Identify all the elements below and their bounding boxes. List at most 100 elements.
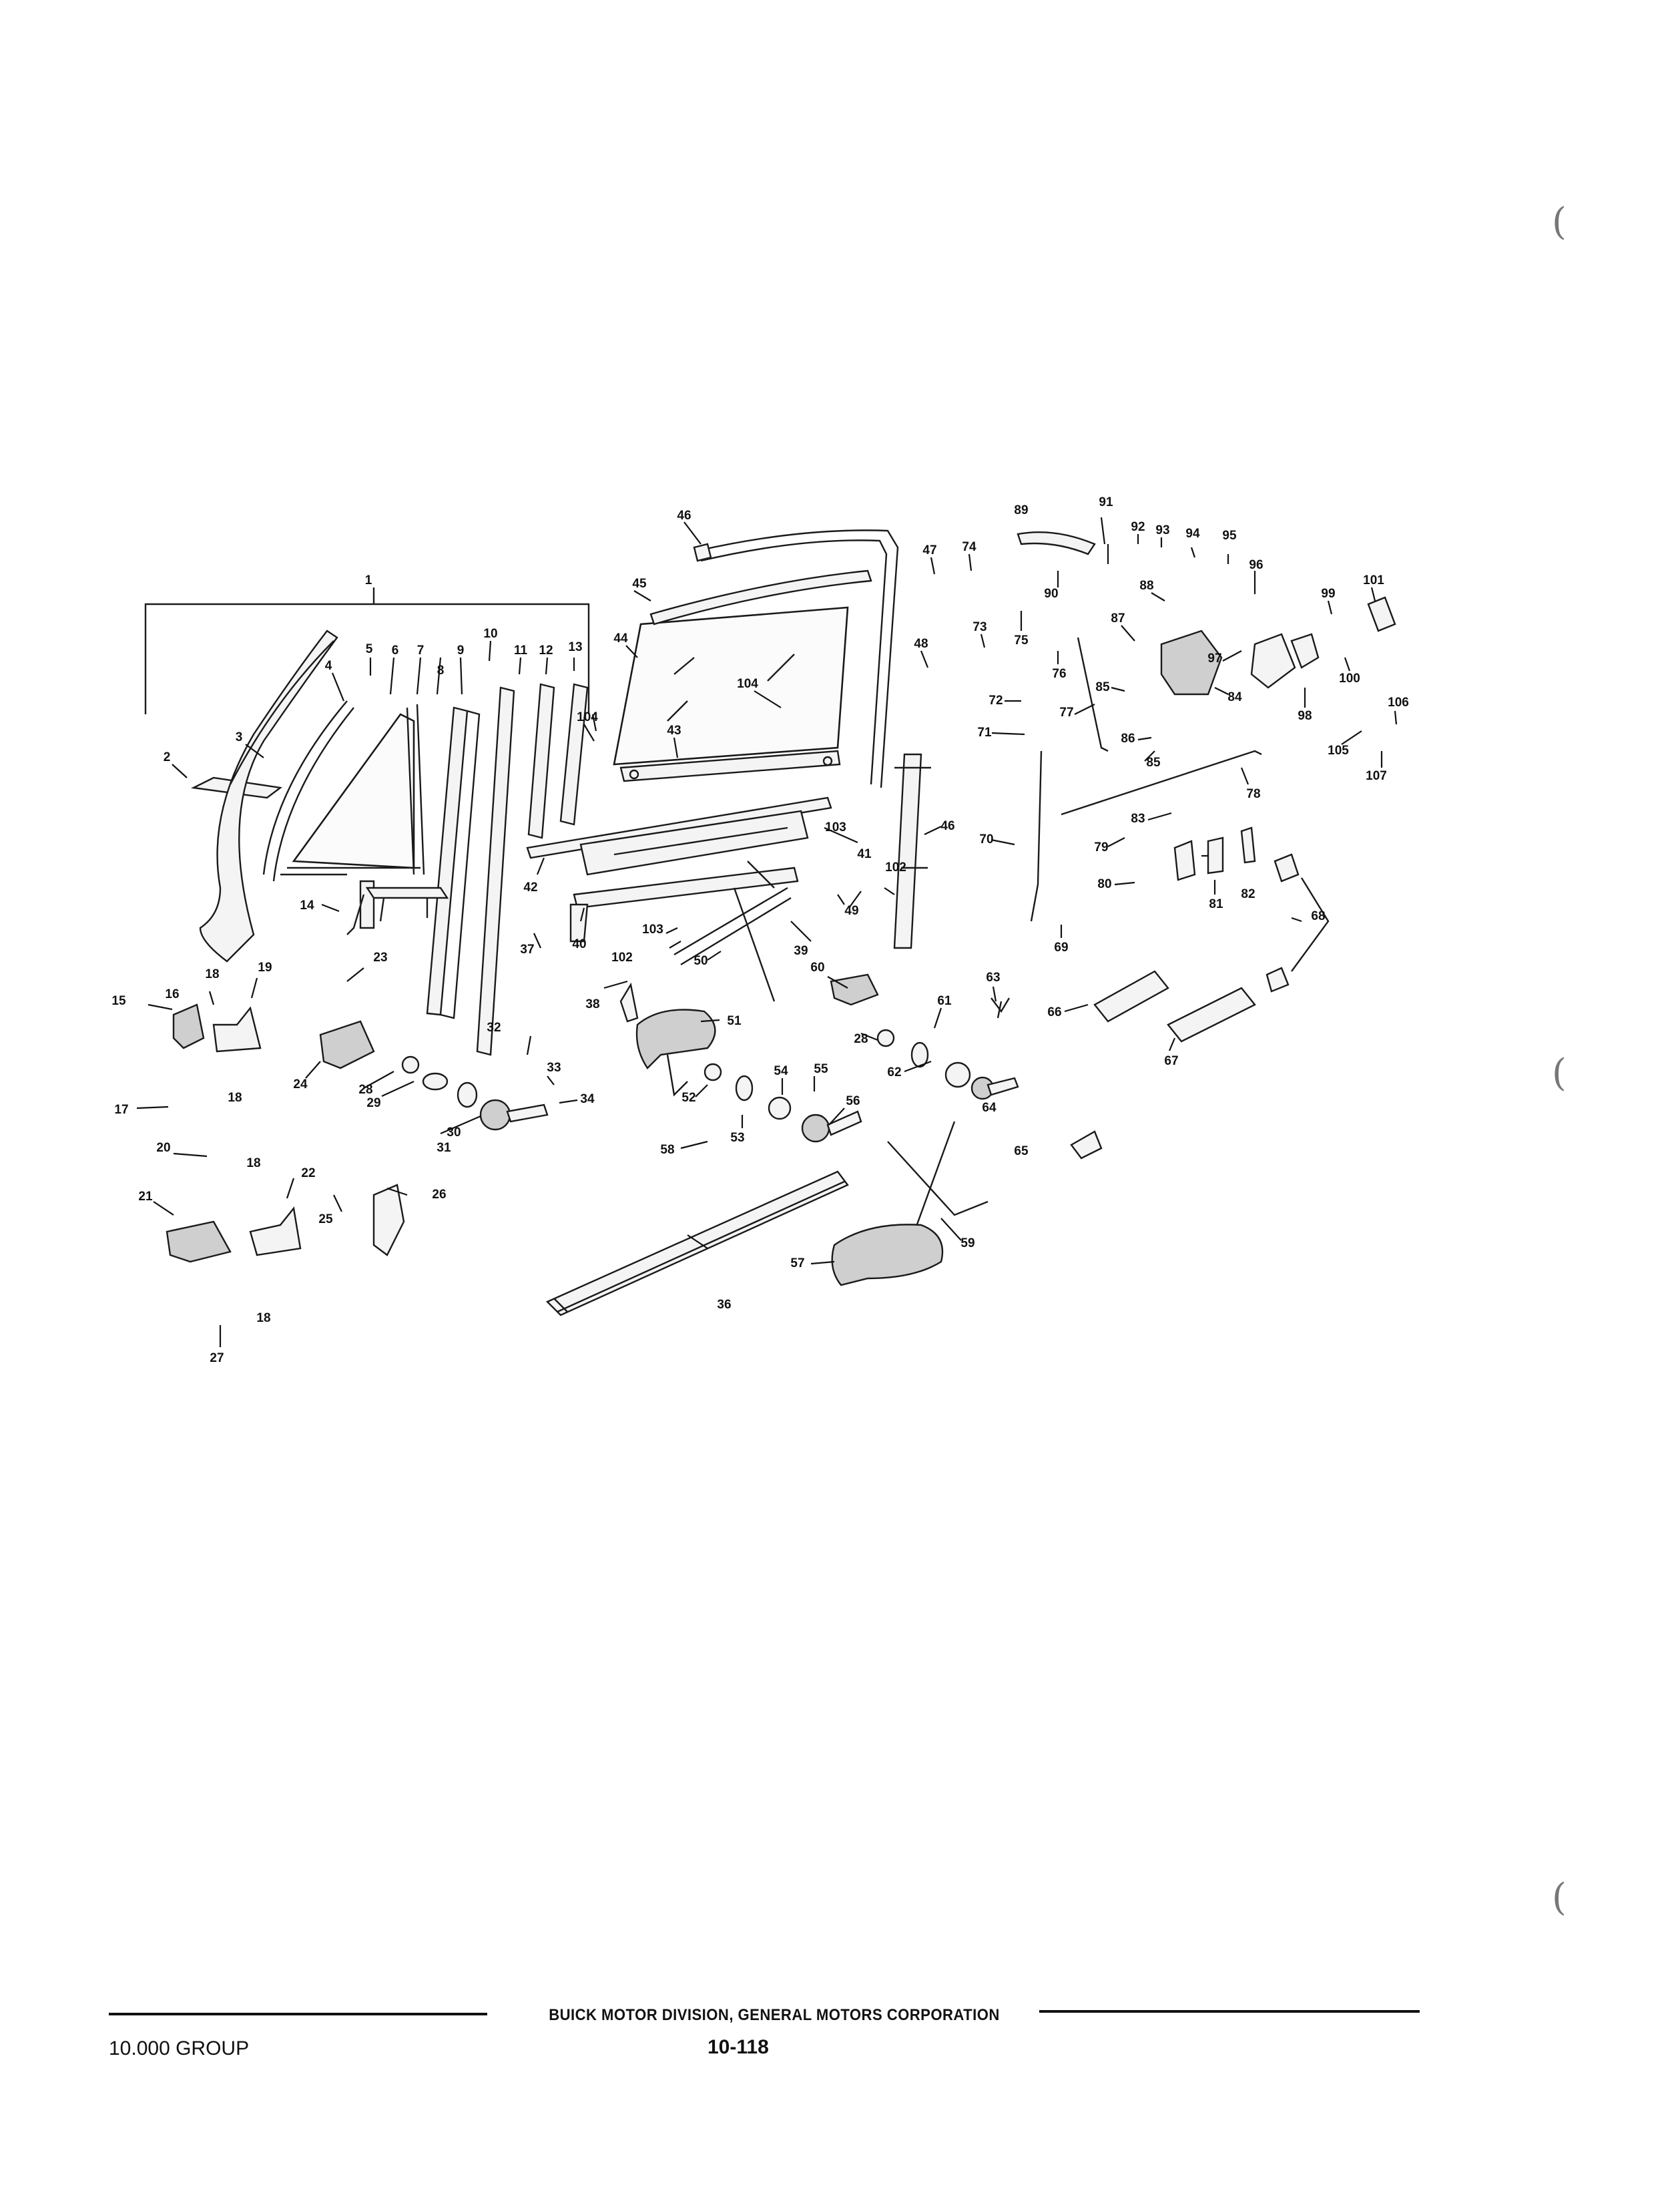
callout: 93 bbox=[1155, 523, 1169, 537]
callout: 64 bbox=[982, 1101, 997, 1115]
margin-mark: ( bbox=[1552, 1051, 1567, 1095]
callout: 87 bbox=[1111, 611, 1125, 626]
callout: 73 bbox=[972, 620, 987, 634]
callout: 104 bbox=[737, 677, 758, 691]
callout: 100 bbox=[1339, 672, 1360, 686]
callout: 39 bbox=[794, 944, 808, 958]
footer-rule-right bbox=[1039, 2010, 1420, 2013]
callout: 58 bbox=[660, 1143, 674, 1157]
margin-mark: ( bbox=[1552, 200, 1567, 244]
callout: 75 bbox=[1014, 634, 1029, 648]
callout: 14 bbox=[300, 899, 314, 913]
callout: 79 bbox=[1094, 840, 1108, 854]
callout: 89 bbox=[1014, 503, 1028, 517]
callout: 72 bbox=[989, 694, 1003, 708]
callout: 48 bbox=[914, 637, 928, 651]
callout: 59 bbox=[960, 1236, 974, 1250]
callout: 103 bbox=[825, 820, 846, 834]
callout: 50 bbox=[693, 954, 708, 968]
callout: 102 bbox=[611, 951, 633, 965]
callout: 43 bbox=[667, 724, 681, 738]
callout: 92 bbox=[1131, 520, 1145, 534]
callout: 49 bbox=[844, 904, 858, 918]
callout: 30 bbox=[447, 1126, 461, 1140]
callout: 28 bbox=[854, 1032, 868, 1046]
callout: 38 bbox=[585, 997, 599, 1011]
callout: 20 bbox=[156, 1141, 170, 1155]
callout: 88 bbox=[1139, 579, 1153, 593]
callout: 3 bbox=[236, 730, 243, 744]
callout: 51 bbox=[727, 1014, 742, 1028]
callout: 9 bbox=[457, 644, 465, 658]
callout: 46 bbox=[677, 509, 691, 523]
callout: 97 bbox=[1207, 652, 1221, 666]
callout: 95 bbox=[1222, 529, 1237, 543]
callout: 65 bbox=[1014, 1144, 1029, 1158]
margin-mark: ( bbox=[1552, 1876, 1567, 1919]
callout: 76 bbox=[1052, 667, 1066, 681]
callout: 33 bbox=[547, 1061, 561, 1075]
callout: 103 bbox=[642, 923, 663, 937]
callout: 68 bbox=[1311, 909, 1325, 923]
callout: 13 bbox=[568, 640, 582, 654]
callout: 16 bbox=[165, 987, 179, 1001]
callout: 11 bbox=[514, 644, 528, 658]
callout: 98 bbox=[1298, 709, 1312, 723]
callout: 69 bbox=[1054, 941, 1068, 955]
callout: 74 bbox=[962, 540, 976, 554]
callout-leader-lines bbox=[136, 517, 1398, 1347]
callout: 44 bbox=[613, 632, 628, 646]
callout: 63 bbox=[986, 971, 1000, 985]
callout: 78 bbox=[1246, 787, 1260, 801]
callout: 4 bbox=[325, 659, 332, 673]
callout: 41 bbox=[857, 847, 872, 861]
callout: 18 bbox=[256, 1311, 270, 1325]
callout: 34 bbox=[580, 1092, 595, 1106]
callout: 81 bbox=[1209, 897, 1223, 911]
callout: 85 bbox=[1095, 680, 1110, 694]
callout: 66 bbox=[1047, 1005, 1061, 1019]
callout: 45 bbox=[632, 577, 647, 591]
callout: 70 bbox=[979, 832, 993, 846]
part-illustrations bbox=[144, 529, 1396, 1316]
callout: 107 bbox=[1366, 769, 1387, 783]
callout: 102 bbox=[885, 861, 906, 875]
callout: 32 bbox=[487, 1021, 501, 1035]
callout: 25 bbox=[318, 1212, 333, 1226]
callout: 56 bbox=[846, 1094, 860, 1108]
callout: 36 bbox=[717, 1298, 731, 1312]
footer-group: 10.000 GROUP bbox=[109, 2037, 250, 2059]
callout: 24 bbox=[293, 1077, 308, 1091]
callout: 26 bbox=[432, 1188, 446, 1202]
callout: 40 bbox=[572, 937, 586, 951]
callout: 28 bbox=[358, 1083, 372, 1097]
callout: 12 bbox=[539, 644, 553, 658]
callout: 91 bbox=[1099, 495, 1113, 509]
callout: 31 bbox=[437, 1141, 451, 1155]
callout: 83 bbox=[1131, 812, 1145, 826]
callout: 55 bbox=[814, 1062, 828, 1076]
callout: 42 bbox=[523, 881, 537, 895]
callout: 17 bbox=[114, 1103, 128, 1117]
callout: 52 bbox=[681, 1091, 695, 1105]
footer-rule-left bbox=[109, 2013, 487, 2015]
callout: 19 bbox=[258, 961, 272, 975]
callout: 106 bbox=[1388, 696, 1409, 710]
callout: 94 bbox=[1185, 527, 1200, 541]
callout: 1 bbox=[365, 573, 372, 587]
callout: 71 bbox=[977, 726, 992, 740]
callout: 61 bbox=[937, 994, 952, 1008]
callout: 53 bbox=[730, 1131, 744, 1145]
callout: 6 bbox=[392, 644, 399, 658]
callout: 105 bbox=[1328, 744, 1349, 758]
callout: 46 bbox=[940, 819, 954, 833]
callout: 84 bbox=[1227, 690, 1242, 704]
callout: 57 bbox=[790, 1256, 804, 1270]
callout: 5 bbox=[366, 642, 373, 656]
callout: 22 bbox=[301, 1166, 315, 1180]
callout: 23 bbox=[373, 951, 387, 965]
callout: 37 bbox=[520, 943, 534, 957]
callout: 18 bbox=[246, 1156, 260, 1170]
callout: 86 bbox=[1121, 732, 1135, 746]
